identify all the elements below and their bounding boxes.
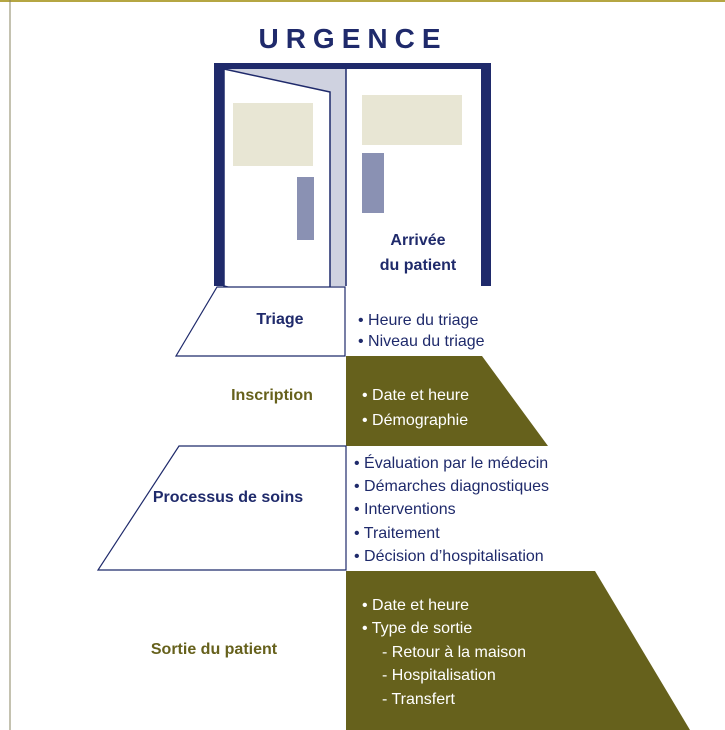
processus-item: • Interventions (354, 501, 456, 518)
open-door-handle (297, 177, 314, 240)
sortie-item: • Type de sortie (362, 620, 472, 637)
inscription-item: • Démographie (362, 412, 468, 429)
sortie-subitem: - Hospitalisation (382, 667, 496, 684)
open-door-window (233, 103, 313, 166)
processus-item: • Traitement (354, 525, 440, 542)
inscription-item: • Date et heure (362, 387, 469, 404)
processus-label: Processus de soins (153, 489, 303, 506)
triage-item: • Niveau du triage (358, 333, 485, 350)
triage-shape (174, 286, 346, 357)
sortie-label: Sortie du patient (151, 641, 278, 658)
arrival-label-line2: du patient (380, 257, 457, 274)
right-door-handle (362, 153, 384, 213)
inscription-label: Inscription (231, 387, 313, 404)
sortie-shape (346, 571, 690, 730)
processus-item: • Démarches diagnostiques (354, 478, 549, 495)
processus-item: • Évaluation par le médecin (354, 453, 548, 472)
sortie-subitem: - Transfert (382, 691, 455, 708)
diagram-title: URGENCE (258, 23, 447, 54)
processus-shape (96, 445, 347, 571)
sortie-item: • Date et heure (362, 597, 469, 614)
right-door-window (362, 95, 462, 145)
processus-item: • Décision d’hospitalisation (354, 548, 544, 565)
triage-label: Triage (256, 311, 303, 328)
triage-item: • Heure du triage (358, 312, 478, 329)
sortie-subitem: - Retour à la maison (382, 644, 526, 661)
arrival-label-line1: Arrivée (390, 232, 445, 249)
inscription-shape (346, 356, 548, 446)
